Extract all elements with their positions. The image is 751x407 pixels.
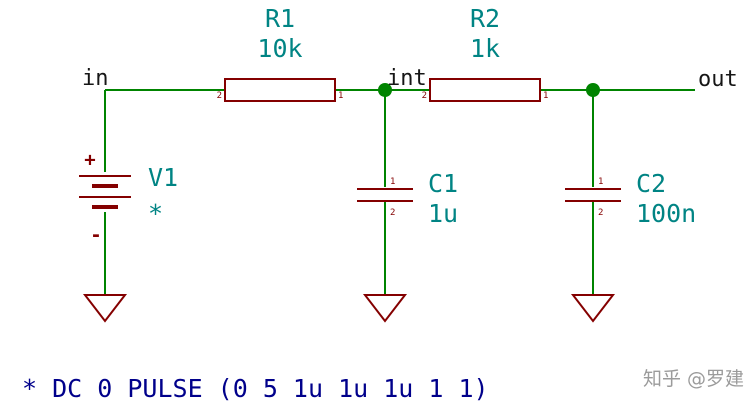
spice-directive-text: * DC 0 PULSE (0 5 1u 1u 1u 1 1) <box>22 374 489 403</box>
v1-ref-label: V1 <box>148 163 178 192</box>
r1-ref-label: R1 <box>265 4 295 33</box>
c1-pin-top-number: 1 <box>390 177 395 187</box>
r1-pin-left-number: 2 <box>217 91 222 101</box>
node-label-in: in <box>82 66 109 91</box>
r2-pin-left-number: 2 <box>422 91 427 101</box>
resistor-r2-body <box>429 78 541 102</box>
ground-symbol-c1 <box>362 294 408 323</box>
c1-pin-bottom-number: 2 <box>390 208 395 218</box>
r1-value-label: 10k <box>257 34 302 63</box>
ground-symbol-c2 <box>570 294 616 323</box>
r2-pin-right-number: 1 <box>543 91 548 101</box>
r2-ref-label: R2 <box>470 4 500 33</box>
c2-ref-label: C2 <box>636 169 666 198</box>
c2-value-label: 100n <box>636 199 696 228</box>
node-label-out: out <box>698 67 738 92</box>
capacitor-c2-symbol <box>565 188 621 202</box>
capacitor-c1-symbol <box>357 188 413 202</box>
c2-pin-bottom-number: 2 <box>598 208 603 218</box>
r1-pin-right-number: 1 <box>338 91 343 101</box>
r2-value-label: 1k <box>470 34 500 63</box>
resistor-r1-body <box>224 78 336 102</box>
v1-minus-sign: - <box>90 224 101 246</box>
junction-dot-out <box>586 83 600 97</box>
voltage-source-v1-symbol <box>79 175 131 209</box>
node-label-int: int <box>387 66 427 91</box>
v1-value-label: * <box>148 199 163 228</box>
watermark-text: 知乎 @罗建 <box>643 368 744 390</box>
c2-pin-top-number: 1 <box>598 177 603 187</box>
c1-value-label: 1u <box>428 199 458 228</box>
junction-dot-int <box>378 83 392 97</box>
v1-plus-sign: + <box>84 149 95 171</box>
ground-symbol-v1 <box>82 294 128 323</box>
c1-ref-label: C1 <box>428 169 458 198</box>
